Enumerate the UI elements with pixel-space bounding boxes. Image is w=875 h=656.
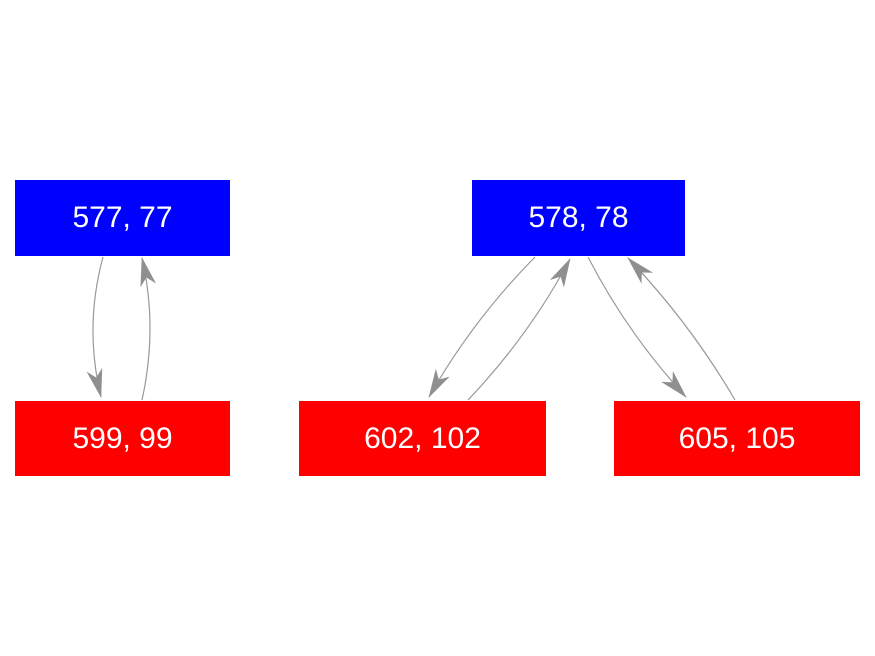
node-578-78[interactable]: 578, 78	[472, 180, 685, 256]
edge-605-to-578[interactable]	[627, 257, 736, 401]
node-605-105[interactable]: 605, 105	[614, 401, 860, 476]
edge-577-to-599[interactable]	[86, 256, 104, 398]
edge-599-to-577[interactable]	[140, 257, 157, 401]
node-599-99[interactable]: 599, 99	[15, 401, 230, 476]
node-602-102[interactable]: 602, 102	[299, 401, 546, 476]
edge-578-to-605[interactable]	[587, 256, 687, 398]
node-577-77[interactable]: 577, 77	[15, 180, 230, 256]
edge-602-to-578[interactable]	[467, 258, 571, 401]
edge-578-to-602[interactable]	[428, 256, 536, 398]
